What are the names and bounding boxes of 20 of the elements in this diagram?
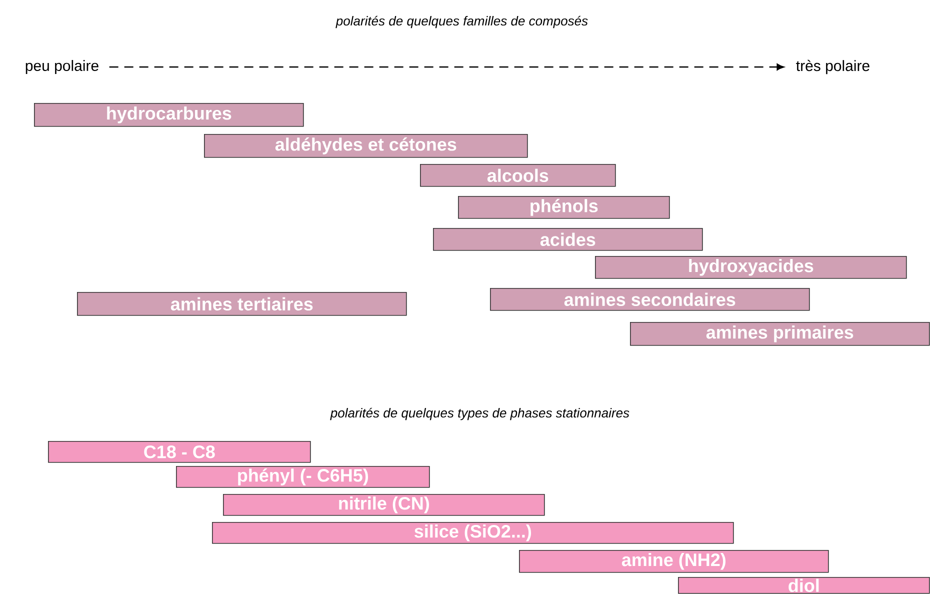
range-bar: C18 - C8 <box>48 441 311 463</box>
heading: polarités de quelques familles de composés <box>336 16 588 28</box>
range-bar: alcools <box>420 164 616 187</box>
range-bar: hydroxyacides <box>595 256 907 279</box>
range-bar: amines tertiaires <box>77 292 407 316</box>
range-bar: amines primaires <box>630 322 930 346</box>
range-bar: amines secondaires <box>490 288 810 311</box>
range-bar: amine (NH2) <box>519 550 829 573</box>
range-bar: silice (SiO2...) <box>212 522 734 544</box>
range-bar: nitrile (CN) <box>223 494 545 516</box>
range-bar: acides <box>433 228 703 251</box>
range-bar: diol <box>678 577 930 594</box>
range-bar: phényl (- C6H5) <box>176 466 430 488</box>
arrow <box>109 64 784 70</box>
range-bar: phénols <box>458 196 670 219</box>
axis-label: très polaire <box>796 60 870 74</box>
axis-label: peu polaire <box>26 60 98 74</box>
range-bar: aldéhydes et cétones <box>204 134 528 158</box>
range-bar: hydrocarbures <box>34 103 304 127</box>
heading: polarités de quelques types de phases stationnaires <box>330 408 630 420</box>
